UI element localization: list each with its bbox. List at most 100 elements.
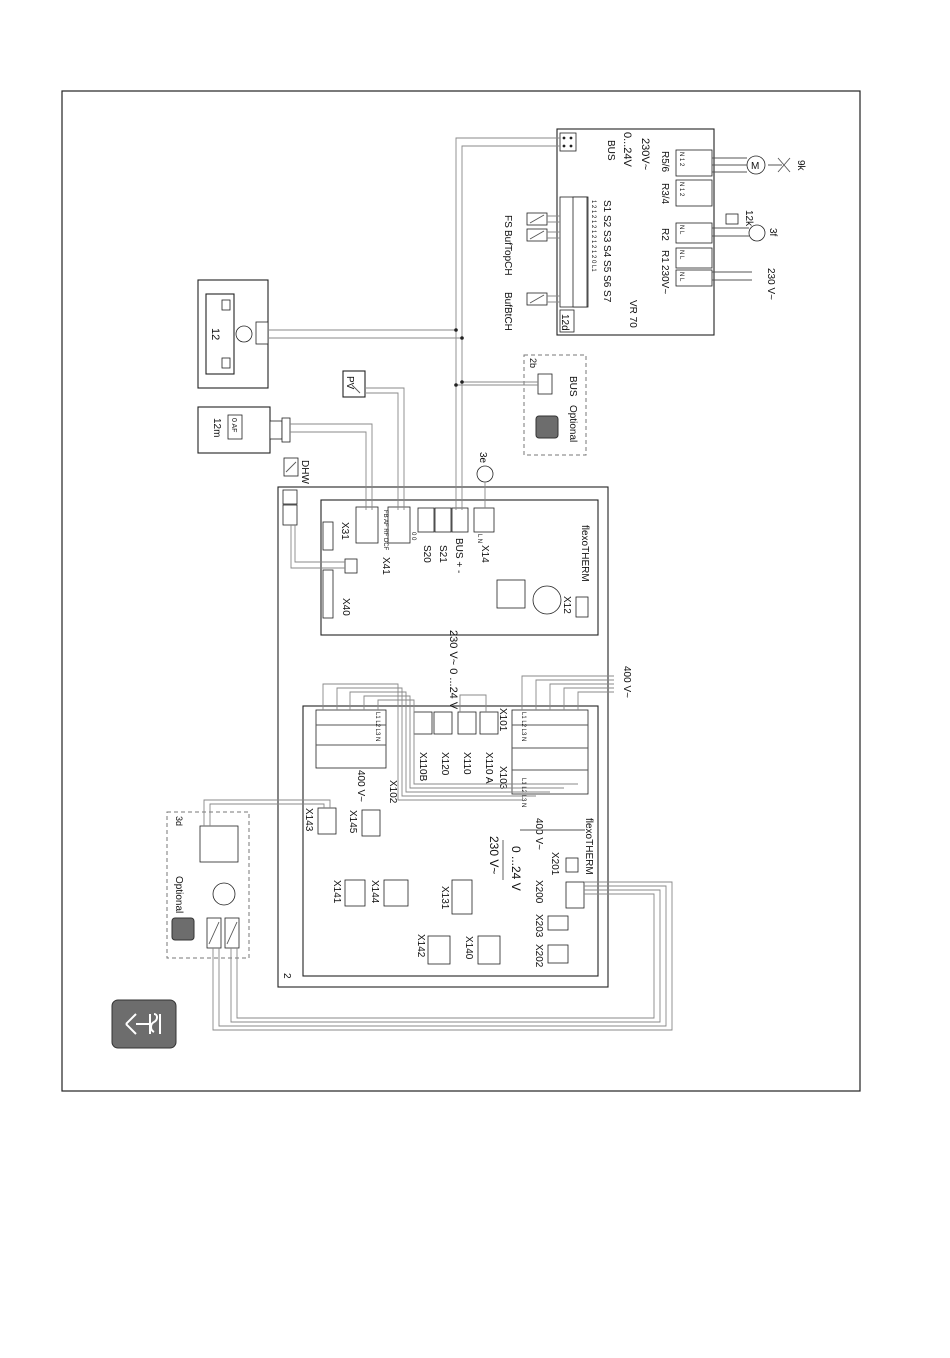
x201-label: X201 [549, 852, 560, 876]
x12-label: X12 [561, 596, 572, 614]
dhw-sensor [282, 457, 299, 526]
x202-label: X202 [533, 944, 544, 968]
vr70-s-pins-label: 1 2 1 2 1 2 1 2 1 2 1 2 0 L1 [590, 200, 596, 272]
lower-400v-label: 400 V~ [533, 818, 544, 850]
pump-3f [712, 213, 766, 242]
mixer-valve-motor: M [712, 155, 791, 175]
device-frame [277, 486, 609, 988]
s20-label: S20 [421, 545, 432, 563]
x145-terminal [361, 809, 381, 837]
x102-400v-label: 400 V~ [355, 770, 366, 802]
x143-terminal [317, 807, 337, 835]
pump-3f-label: 3f [767, 228, 778, 237]
sensor-af-label: 0 AF [230, 418, 237, 432]
room-controller [197, 279, 269, 389]
x14-pins-label: L N [476, 534, 482, 543]
sensor-fs [526, 212, 548, 226]
power-board [302, 705, 599, 977]
vr70-r2-label: R2 [659, 228, 670, 241]
lower-0-24v-label: 0 ...24 V [509, 846, 523, 891]
x40-label: X40 [340, 598, 351, 616]
x142-label: X142 [415, 934, 426, 958]
x203-terminal [547, 915, 569, 931]
optional-3d [166, 811, 250, 959]
x101-pins-label: L1 L2 L3 N [520, 712, 526, 741]
x141-terminal [344, 879, 366, 907]
bus-wiring [268, 137, 560, 510]
x200-label: X200 [533, 880, 544, 904]
vr70-name-label: VR 70 [627, 300, 638, 328]
pump-12k-label: 12k [743, 210, 754, 227]
optional-2b [523, 354, 587, 456]
x145-label: X145 [347, 810, 358, 834]
vr70-pin-r34: N 1 2 [678, 182, 684, 197]
vr70-pin-r2: N L [678, 225, 684, 235]
x102-label: X102 [387, 780, 398, 804]
optional-2b-label: 2b [528, 358, 538, 368]
controller-12-label: 12 [209, 328, 221, 340]
s20-terminal [417, 507, 435, 533]
x140-terminal [477, 935, 501, 965]
x140-label: X140 [463, 936, 474, 960]
vr70-r1-label: R1 [659, 250, 670, 263]
vr70-r56-label: R5/6 [659, 151, 670, 173]
x110-label: X110 [461, 752, 472, 775]
optional-3d-text: Optional [173, 876, 184, 913]
optional-2b-text: Optional [567, 405, 578, 442]
control-board [320, 499, 599, 636]
x110a-terminal [479, 711, 499, 735]
vr70-r34-label: R3/4 [659, 183, 670, 205]
x200-terminal [565, 881, 585, 909]
flexotherm-top-label: flexoTHERM [579, 525, 590, 582]
x31-pins-label: FB AF RF DCF [382, 510, 388, 551]
x110a-label: X110 A [483, 752, 494, 784]
pv-label: PV [344, 376, 355, 390]
x110b-label: X110B [417, 752, 428, 782]
x31-label: X31 [339, 522, 350, 540]
sensor-buftopch-label: BufTopCH [502, 230, 513, 276]
vr70-module [556, 128, 715, 336]
vr70-bus-label: BUS [605, 140, 616, 161]
x101-terminal-block [511, 709, 589, 795]
vr70-230v-r-label: 230V~ [659, 265, 670, 294]
vr70-s-row-label: S1 S2 S3 S4 S5 S6 S7 [601, 200, 612, 303]
vr70-12d-label: 12d [559, 314, 570, 331]
x31-connector [322, 521, 334, 551]
bus-pm-label: BUS + - [453, 538, 464, 573]
x14-label: X14 [479, 545, 490, 563]
pump-3e [476, 465, 494, 483]
vr70-pin-r56: N 1 2 [678, 152, 684, 167]
x41-terminal [387, 506, 411, 544]
x144-terminal [383, 879, 409, 907]
x14-terminal [473, 507, 495, 533]
vr70-pin-230: N L [678, 272, 684, 282]
board-voltage-label: 230 V~ 0 ...24 V [447, 630, 459, 710]
x40-connector [322, 569, 334, 619]
s21-terminal [434, 507, 452, 533]
bus-terminal [451, 507, 469, 533]
vr70-0-24v-label: 0...24V [621, 132, 633, 168]
x120-label: X120 [439, 752, 450, 776]
sensor-bufbtch-label: BufBtCH [502, 292, 513, 331]
dhw-connector [344, 558, 358, 574]
x131-label: X131 [439, 886, 450, 910]
flexotherm-lower-label: flexoTHERM [583, 818, 594, 875]
optional-2b-bus-label: BUS [567, 376, 578, 397]
sensor-bufbtch [526, 292, 548, 306]
vr70-230v-ext-label: 230 V~ [765, 268, 776, 300]
sensor-buftopch [526, 228, 548, 242]
x101-label: X101 [497, 708, 508, 732]
x102-terminal-block [315, 709, 387, 769]
optional-3d-label: 3d [174, 816, 184, 826]
sensor-wiring [290, 387, 486, 569]
vr70-pin-r1: N L [678, 250, 684, 260]
ext-400v-label: 400 V~ [621, 666, 632, 698]
x203-label: X203 [533, 914, 544, 938]
vr70-230v-label: 230V~ [639, 138, 651, 170]
x144-label: X144 [369, 880, 380, 904]
x12-connector [575, 596, 589, 618]
mixer-9k-label: 9k [795, 160, 806, 172]
sensor-fs-label: FS [502, 215, 513, 228]
sensor-12m-label: 12m [211, 418, 222, 437]
